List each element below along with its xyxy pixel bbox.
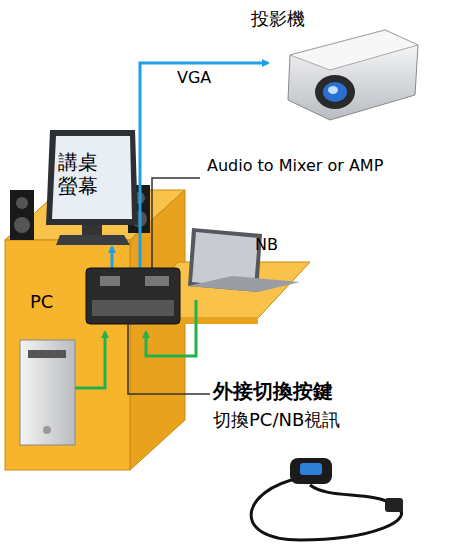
button-cable — [251, 478, 401, 540]
cable-plug — [385, 498, 403, 512]
label-text: 切換PC/NB視訊 — [213, 410, 340, 431]
monitor-wire — [111, 247, 114, 268]
label-text: VGA — [177, 69, 211, 87]
monitor-bezel — [46, 130, 138, 225]
node-text: 投影機 — [228, 8, 328, 30]
monitor-stand — [56, 235, 130, 245]
laptop-base — [188, 276, 300, 292]
audio-wire — [152, 178, 200, 268]
projector-heading: 投影機 — [228, 8, 328, 38]
label-text: PC — [30, 292, 53, 313]
monitor-screen — [52, 136, 132, 219]
label-text: 外接切換按鍵 — [213, 380, 333, 403]
projector-body — [288, 30, 418, 120]
pc-wire — [75, 332, 105, 388]
label-text: NB — [255, 236, 278, 254]
monitor-screen-text: 講桌 螢幕 — [54, 150, 102, 206]
speaker — [10, 190, 34, 240]
node-text: 講桌 螢幕 — [54, 150, 102, 198]
leader-line — [128, 324, 210, 394]
label-text: Audio to Mixer or AMP — [207, 157, 383, 175]
pc-tower — [20, 340, 75, 445]
button-puck — [290, 458, 332, 484]
switch-box — [86, 268, 180, 324]
